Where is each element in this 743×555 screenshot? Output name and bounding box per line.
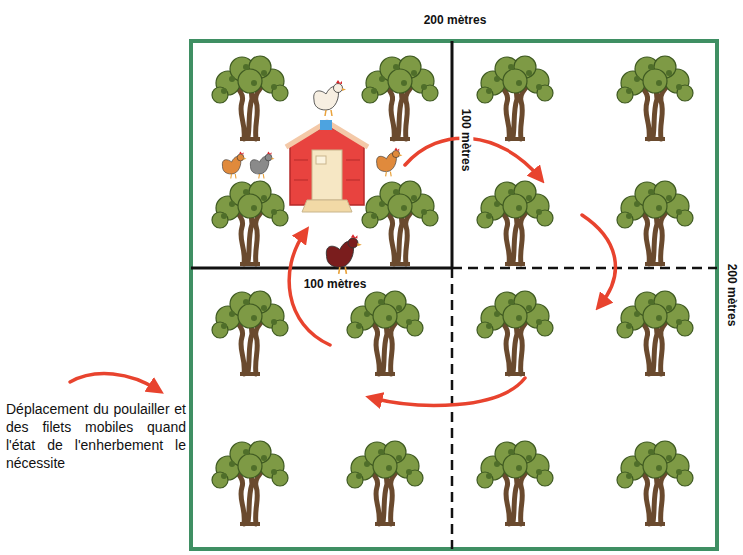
- dimension-label: 200 mètres: [422, 13, 489, 27]
- rotation-arrows: [70, 138, 615, 405]
- chicken-coop: [286, 120, 368, 212]
- hens: [222, 80, 402, 274]
- dimension-label: 100 mètres: [459, 107, 473, 174]
- dimension-label: 200 mètres: [725, 262, 739, 329]
- legend-text: Déplacement du poulailler et des filets …: [6, 400, 186, 472]
- dimension-label: 100 mètres: [302, 277, 369, 291]
